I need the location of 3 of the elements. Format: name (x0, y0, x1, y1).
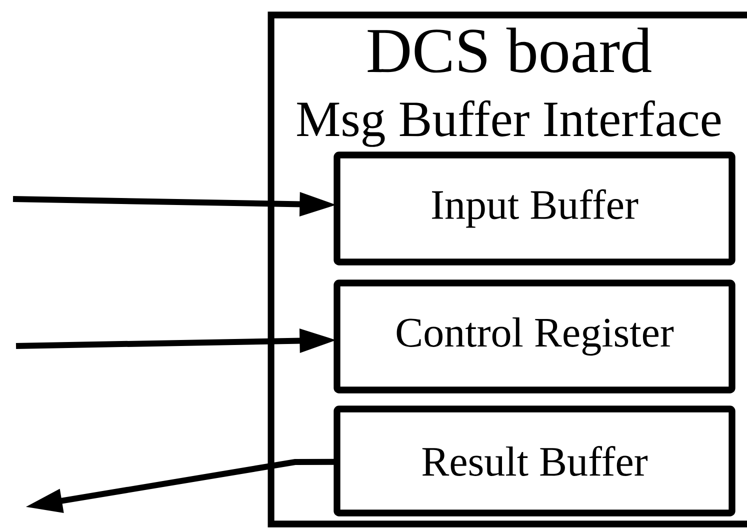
block-box: Result Buffer (334, 406, 736, 516)
block-box: Input Buffer (334, 152, 736, 266)
block-box: Control Register (334, 280, 736, 394)
